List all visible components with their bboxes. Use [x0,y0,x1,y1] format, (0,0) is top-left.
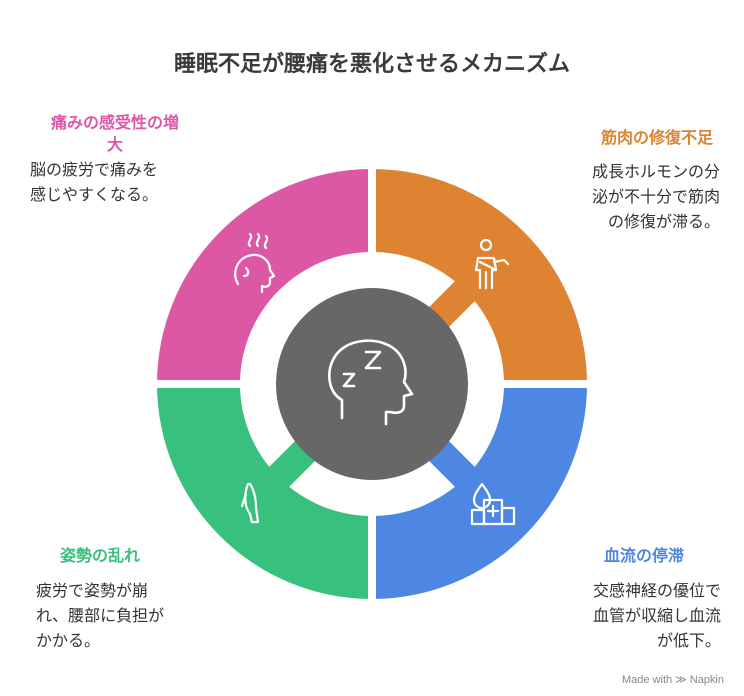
sleeping-head-icon [328,339,414,426]
body-posture-icon [240,482,260,524]
label-pain-sensitivity-line2: 大 [106,135,123,154]
desc-blood-flow-line3: が低下。 [656,631,721,650]
quadrant-pink [157,169,372,384]
head-steam-icon [234,232,276,294]
desc-pain-sensitivity-line2: 感じやすくなる。 [30,185,159,204]
diagram-title: 睡眠不足が腰痛を悪化させるメカニズム [173,52,570,77]
blood-drop-hospital-icon [470,482,516,526]
label-blood-flow: 血流の停滞 [603,546,684,565]
desc-blood-flow: 交感神経の優位で 血管が収縮し血流 が低下。 [546,578,721,653]
desc-posture: 疲労で姿勢が崩 れ、腰部に負担が かかる。 [36,578,206,653]
desc-muscle-repair-line2: 泌が不十分で筋肉 [591,187,720,206]
desc-posture-line2: れ、腰部に負担が [36,606,165,625]
desc-muscle-repair-line1: 成長ホルモンの分 [591,162,720,181]
desc-blood-flow-line2: 血管が収縮し血流 [592,606,721,625]
desc-pain-sensitivity: 脳の疲労で痛みを 感じやすくなる。 [30,157,205,207]
desc-muscle-repair-line3: の修復が滞る。 [607,212,720,231]
center-circle [276,288,468,480]
label-pain-sensitivity: 痛みの感受性の増 大 [30,112,200,156]
desc-pain-sensitivity-line1: 脳の疲労で痛みを [30,160,159,179]
label-muscle-repair: 筋肉の修復不足 [600,128,713,147]
desc-blood-flow-line1: 交感神経の優位で [592,581,721,600]
desc-posture-line3: かかる。 [36,631,101,650]
label-posture: 姿勢の乱れ [59,546,140,565]
desc-muscle-repair: 成長ホルモンの分 泌が不十分で筋肉 の修復が滞る。 [545,159,720,234]
label-pain-sensitivity-line1: 痛みの感受性の増 [50,113,179,132]
person-arm-sling-icon [474,238,510,290]
footer-credit[interactable]: Made with ≫ Napkin [621,674,724,686]
desc-posture-line1: 疲労で姿勢が崩 [36,581,149,600]
